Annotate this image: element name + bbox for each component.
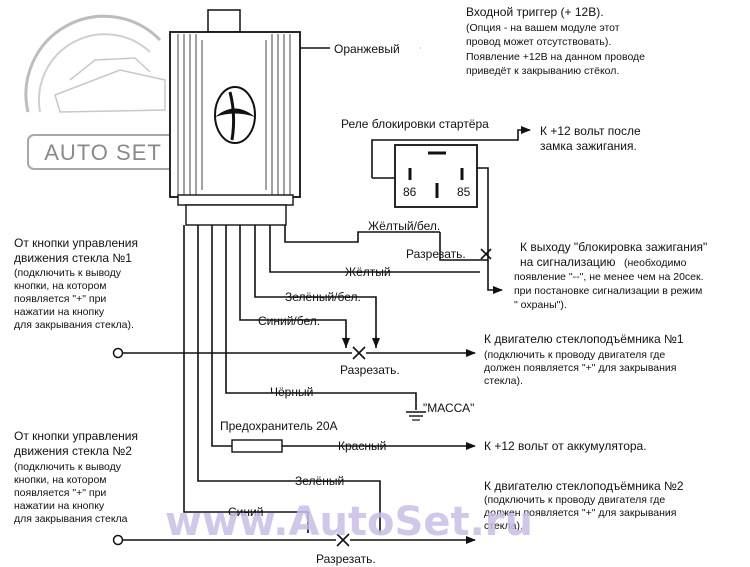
button2-line6: нажатии на кнопку [14,500,105,512]
wire-orange-label: Оранжевый [334,42,400,56]
button1-line3: (подключить к выводу [14,267,122,279]
button2-note: От кнопки управления движения стекла №2 … [14,429,138,525]
starter-relay: 86 85 [394,144,478,208]
fuse-symbol [231,439,283,453]
button2-line3: (подключить к выводу [14,461,122,473]
battery-label: К +12 вольт от аккумулятора. [484,439,647,453]
wire-green-white-label: Зелёный/бел. [285,290,361,304]
control-module [169,9,301,226]
ignition-block-note: К выходу "блокировка зажигания" на сигна… [514,240,707,311]
input-trigger-note: Входной триггер (+ 12В). (Опция - на ваш… [466,5,645,77]
wire-yellow-label: Жёлтый [345,265,391,279]
button2-line7: для закрывания стекла [14,513,128,525]
input-trigger-line3: провод может отсутствовать). [466,36,611,48]
cut-mark-2 [352,346,366,360]
ground-label: "МАССА" [423,401,474,415]
wire-blue-label: Синий [228,505,263,519]
button1-note: От кнопки управления движения стекла №1 … [14,236,138,331]
button2-line4: кнопки, на котором [14,474,107,486]
motor2-line3: должен появляется "+" для закрывания [484,507,676,519]
ignition-block-line5: " охраны"). [514,299,567,311]
motor2-line4: стекла). [484,520,523,532]
wire-blue-white-label: Синий/бел. [258,314,320,328]
ignition-block-line3: появление "--", не менее чем на 20сек. [514,271,704,283]
motor2-line1: К двигателю стеклоподъёмника №2 [484,479,684,493]
fuse-label: Предохранитель 20А [220,419,338,433]
ground-symbol [406,411,426,421]
ignition-line2: замка зажигания. [540,139,637,153]
cut-label-2: Разрезать. [340,363,400,377]
motor1-line3: должен появляется "+" для закрывания [484,362,676,374]
wire-yellow-white-label: Жёлтый/бел. [368,219,440,233]
button1-line7: для закрывания стекла). [14,319,134,331]
logo-text: AUTO SET [44,140,162,165]
motor2-line2: (подключить к проводу двигателя где [484,494,665,506]
motor1-line4: стекла). [484,375,523,387]
cut-label-3: Разрезать. [316,552,376,566]
input-trigger-line5: приведёт к закрыванию стёкол. [466,65,619,77]
input-trigger-line2: (Опция - на вашем модуле этот [466,22,620,34]
cut-mark-3 [336,533,350,547]
input-trigger-line4: Появление +12В на данном проводе [466,51,645,63]
ignition-block-line2b: (необходимо [624,257,687,269]
motor1-note: К двигателю стеклоподъёмника №1 (подключ… [484,332,684,387]
ignition-line1: К +12 вольт после [540,124,641,138]
input-trigger-title: Входной триггер (+ 12В). [466,5,604,19]
button2-line5: появляется "+" при [14,487,106,499]
motor1-line2: (подключить к проводу двигателя где [484,349,665,361]
button2-line1: От кнопки управления [14,429,138,443]
relay-pin-85: 85 [457,185,471,199]
relay-pin-86: 86 [403,185,417,199]
ignition-note: К +12 вольт после замка зажигания. [540,124,641,153]
button1-line2: движения стекла №1 [14,251,132,265]
button1-line5: появляется "+" при [14,293,106,305]
button1-line4: кнопки, на котором [14,280,107,292]
button1-line1: От кнопки управления [14,236,138,250]
ignition-block-line4: при постановке сигнализации в режим [514,285,702,297]
relay-title: Реле блокировки стартёра [341,117,489,131]
wire-red-label: Красный [338,439,386,453]
motor1-line1: К двигателю стеклоподъёмника №1 [484,332,684,346]
brand-emblem-icon [214,86,256,144]
wire-black-label: Чёрный [270,385,313,399]
watermark: www.AutoSet.ru [165,499,533,545]
cut-label-1: Разрезать. [406,247,466,261]
ignition-block-line1: К выходу "блокировка зажигания" [520,240,707,254]
motor2-note: К двигателю стеклоподъёмника №2 (подключ… [484,479,684,532]
autoset-logo: AUTO SET [24,14,179,170]
button1-line6: нажатии на кнопку [14,306,105,318]
ignition-block-line2: на сигнализацию [520,255,615,269]
wire-green-label: Зелёный [295,474,344,488]
cut-mark-1 [480,248,492,260]
button2-line2: движения стекла №2 [14,444,132,458]
